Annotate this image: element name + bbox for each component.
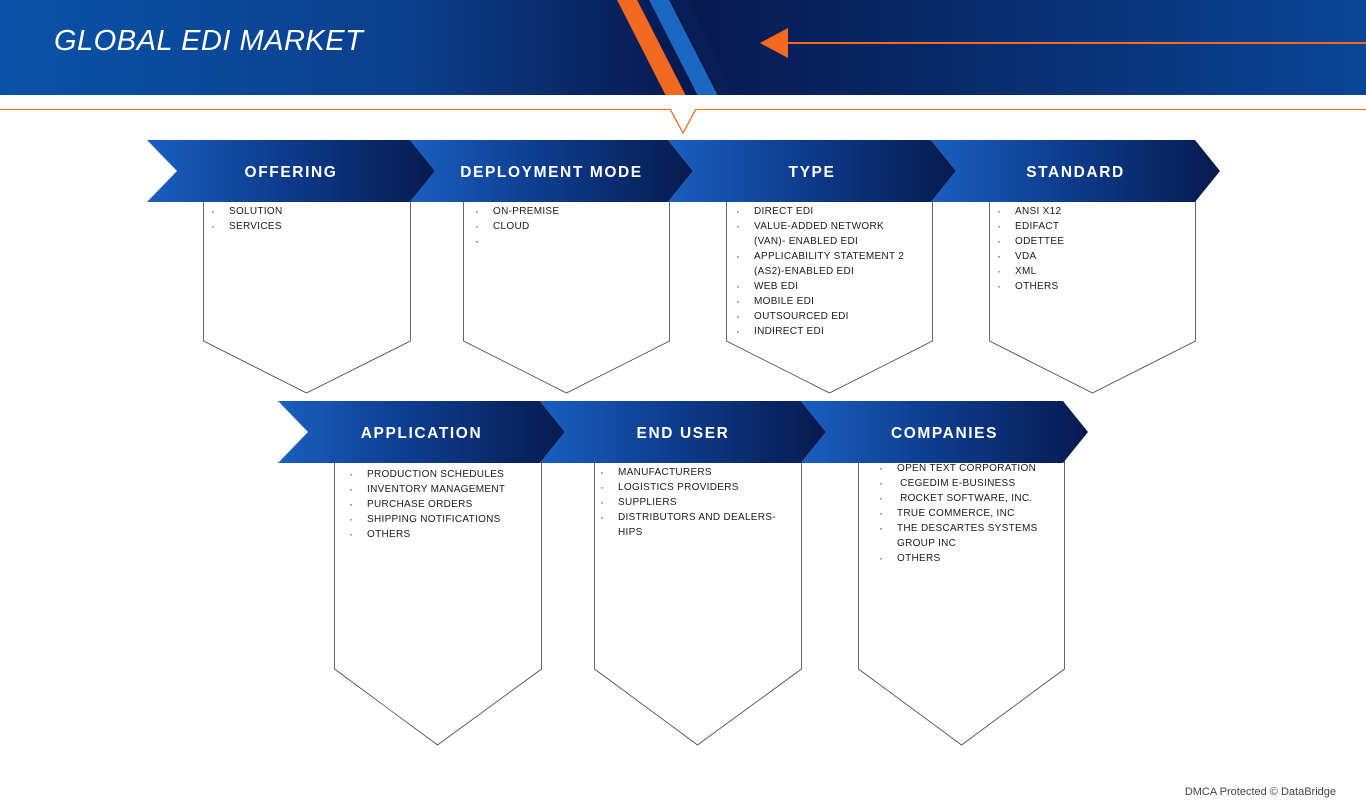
list-item: OUTSOURCED EDI [736, 309, 904, 324]
list-item: INVENTORY MANAGEMENT [349, 482, 505, 497]
list-item: SHIPPING NOTIFICATIONS [349, 512, 505, 527]
segment-offering-header: OFFERING [147, 140, 435, 202]
segment-companies-list: OPEN TEXT CORPORATION CEGEDIM E-BUSINESS… [879, 461, 1038, 566]
list-item: APPLICABILITY STATEMENT 2 [736, 249, 904, 264]
list-item: ROCKET SOFTWARE, INC. [879, 491, 1038, 506]
list-item: VDA [997, 249, 1064, 264]
list-item: TRUE COMMERCE, INC [879, 506, 1038, 521]
list-item: OPEN TEXT CORPORATION [879, 461, 1038, 476]
list-item: SOLUTION [211, 204, 283, 219]
list-item-continuation: HIPS [618, 527, 643, 538]
footer-credit: DMCA Protected © DataBridge [1184, 786, 1336, 798]
list-item: MANUFACTURERS [600, 465, 776, 480]
list-item-continuation: (AS2)-ENABLED EDI [754, 266, 855, 277]
list-item: LOGISTICS PROVIDERS [600, 480, 776, 495]
segment-end-user-header: END USER [540, 401, 826, 463]
list-item-continuation: (VAN)- ENABLED EDI [754, 236, 859, 247]
list-item: INDIRECT EDI [736, 324, 904, 339]
list-item: OTHERS [879, 551, 1038, 566]
list-item: DIRECT EDI [736, 204, 904, 219]
header-banner: GLOBAL EDI MARKET [0, 0, 1366, 95]
segment-end-user-list: MANUFACTURERS LOGISTICS PROVIDERS SUPPLI… [600, 465, 776, 540]
list-item: CLOUD [475, 219, 559, 234]
list-item: CEGEDIM E-BUSINESS [879, 476, 1038, 491]
list-item: VALUE-ADDED NETWORK [736, 219, 904, 234]
list-item: THE DESCARTES SYSTEMS [879, 521, 1038, 536]
segment-application-header: APPLICATION [278, 401, 565, 463]
list-item: DISTRIBUTORS AND DEALERS- [600, 510, 776, 525]
list-item: ODETTEE [997, 234, 1064, 249]
list-item: ANSI X12 [997, 204, 1064, 219]
list-item-continuation: GROUP INC [897, 538, 957, 549]
list-item: ON-PREMISE [475, 204, 559, 219]
list-item: WEB EDI [736, 279, 904, 294]
arrow-left-icon [760, 28, 788, 58]
segment-deployment-list: ON-PREMISE CLOUD [475, 204, 559, 249]
segment-type-list: DIRECT EDI VALUE-ADDED NETWORK (VAN)- EN… [736, 204, 904, 339]
list-item: SUPPLIERS [600, 495, 776, 510]
list-item: SERVICES [211, 219, 283, 234]
list-item: MOBILE EDI [736, 294, 904, 309]
list-item: EDIFACT [997, 219, 1064, 234]
segment-type-header: TYPE [668, 140, 956, 202]
list-item: PURCHASE ORDERS [349, 497, 505, 512]
segment-companies-header: COMPANIES [801, 401, 1088, 463]
segment-companies-label: COMPANIES [890, 425, 999, 442]
segment-standard-label: STANDARD [1026, 164, 1125, 181]
notch-pointer-icon [670, 109, 697, 135]
list-item: PRODUCTION SCHEDULES [349, 467, 505, 482]
list-item: OTHERS [997, 279, 1064, 294]
segment-application-label: APPLICATION [360, 425, 483, 442]
list-item: XML [997, 264, 1064, 279]
segment-application-list: PRODUCTION SCHEDULES INVENTORY MANAGEMEN… [349, 467, 505, 542]
segment-end-user-label: END USER [636, 425, 730, 442]
page-title: GLOBAL EDI MARKET [54, 25, 364, 57]
arrow-line-decoration [787, 42, 1366, 44]
segment-offering-label: OFFERING [244, 164, 338, 181]
segment-deployment-label: DEPLOYMENT MODE [460, 164, 643, 181]
segment-offering-list: SOLUTION SERVICES [211, 204, 283, 234]
list-item: OTHERS [349, 527, 505, 542]
segment-standard-list: ANSI X12 EDIFACT ODETTEE VDA XML OTHERS [997, 204, 1064, 294]
segment-standard-header: STANDARD [931, 140, 1220, 202]
segment-deployment-header: DEPLOYMENT MODE [410, 140, 693, 202]
segment-type-label: TYPE [788, 164, 836, 181]
